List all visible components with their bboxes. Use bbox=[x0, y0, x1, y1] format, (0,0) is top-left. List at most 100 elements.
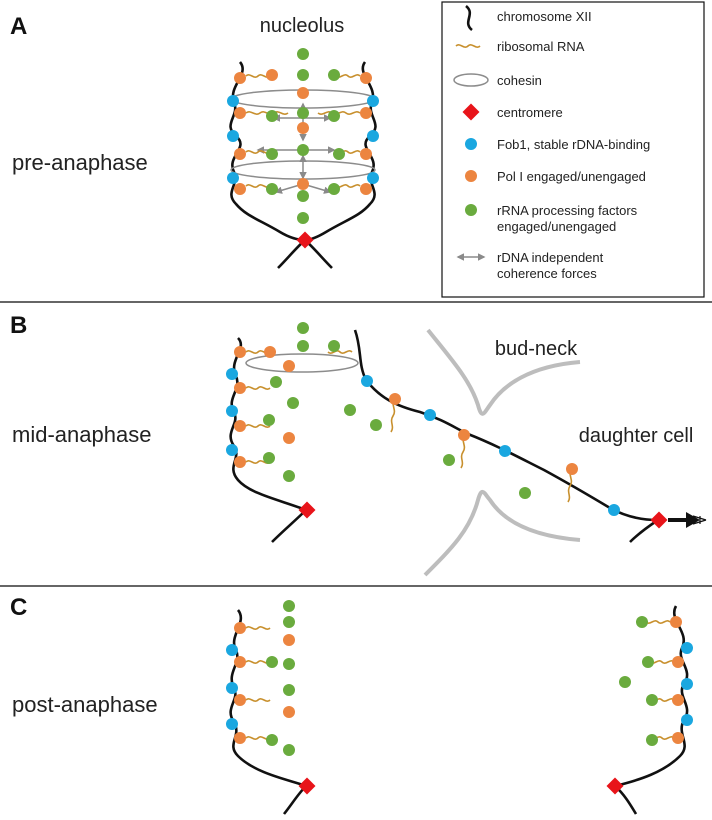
processing-factor-dot bbox=[283, 616, 295, 628]
legend-item: centromere bbox=[462, 103, 563, 121]
pol1-dot bbox=[360, 107, 372, 119]
daughter-cell-label: daughter cell bbox=[579, 425, 694, 447]
pol1-dot bbox=[297, 87, 309, 99]
pol1-dot bbox=[266, 69, 278, 81]
pol1-dot bbox=[234, 148, 246, 160]
fob1-dot bbox=[424, 409, 436, 421]
pulling-arrow-icon bbox=[668, 512, 707, 528]
processing-factor-dot bbox=[283, 600, 295, 612]
processing-factor-dot bbox=[328, 340, 340, 352]
legend-item-label: Fob1, stable rDNA-binding bbox=[497, 137, 650, 152]
processing-factor-dot bbox=[266, 734, 278, 746]
processing-factor-dot bbox=[328, 110, 340, 122]
processing-factor-dot bbox=[646, 694, 658, 706]
legend-item: cohesin bbox=[453, 73, 542, 88]
fob1-dot bbox=[361, 375, 373, 387]
fob1-dot bbox=[367, 130, 379, 142]
pol1-dot bbox=[297, 178, 309, 190]
fob1-dot bbox=[226, 405, 238, 417]
processing-factor-dot bbox=[266, 183, 278, 195]
pol1-dot bbox=[672, 694, 684, 706]
processing-factor-dot bbox=[297, 69, 309, 81]
processing-factor-dot bbox=[297, 48, 309, 60]
fob1-dot bbox=[681, 714, 693, 726]
legend-item-label: Pol I engaged/unengaged bbox=[497, 169, 646, 184]
pol1-dot bbox=[234, 183, 246, 195]
processing-factor-dot bbox=[636, 616, 648, 628]
processing-factor-dot bbox=[646, 734, 658, 746]
pol1-dot-icon bbox=[465, 170, 477, 182]
processing-factor-dot bbox=[344, 404, 356, 416]
processing-factor-dot bbox=[283, 684, 295, 696]
fob1-dot bbox=[227, 172, 239, 184]
pol1-dot bbox=[264, 346, 276, 358]
stage-label-post-anaphase: post-anaphase bbox=[12, 692, 158, 717]
legend-item-label: ribosomal RNA bbox=[497, 39, 585, 54]
fob1-dot bbox=[226, 718, 238, 730]
fob1-dot bbox=[499, 445, 511, 457]
pol1-dot bbox=[389, 393, 401, 405]
fob1-dot bbox=[227, 130, 239, 142]
fob1-dot bbox=[681, 642, 693, 654]
pol1-dot bbox=[283, 706, 295, 718]
legend-item: ribosomal RNA bbox=[455, 39, 585, 54]
fob1-dot bbox=[226, 682, 238, 694]
panel-a-pre-anaphase bbox=[227, 48, 379, 269]
rrna-squiggle-icon bbox=[455, 44, 481, 48]
pol1-dot bbox=[234, 72, 246, 84]
centromere-diamond-icon bbox=[462, 103, 480, 121]
stage-label-mid-anaphase: mid-anaphase bbox=[12, 422, 151, 447]
legend-item-label-line: rRNA processing factors bbox=[497, 203, 638, 218]
processing-factor-dot bbox=[263, 414, 275, 426]
rrna-strand bbox=[390, 399, 396, 433]
legend-item-label-line: ribosomal RNA bbox=[497, 39, 585, 54]
processing-factor-dot bbox=[283, 744, 295, 756]
legend-item-label-line: engaged/unengaged bbox=[497, 219, 616, 234]
fob1-dot-icon bbox=[465, 138, 477, 150]
rrna-strand bbox=[335, 184, 361, 188]
pol1-dot bbox=[234, 622, 246, 634]
fob1-dot bbox=[226, 368, 238, 380]
centromere-marker bbox=[298, 501, 316, 519]
legend-item: chromosome XII bbox=[465, 4, 592, 32]
chromosome-daughter bbox=[612, 605, 689, 815]
processing-factor-dot bbox=[283, 470, 295, 482]
fob1-dot bbox=[608, 504, 620, 516]
processing-factor-dot bbox=[266, 110, 278, 122]
stage-label-pre-anaphase: pre-anaphase bbox=[12, 150, 148, 175]
cohesin-ring-icon bbox=[453, 73, 489, 87]
cohesin-ring bbox=[245, 353, 359, 373]
processing-factor-dot bbox=[328, 183, 340, 195]
fob1-dot bbox=[227, 95, 239, 107]
pol1-dot bbox=[672, 732, 684, 744]
processing-factor-dot bbox=[287, 397, 299, 409]
processing-factor-dot bbox=[297, 190, 309, 202]
processing-factor-dot bbox=[642, 656, 654, 668]
pol1-dot bbox=[234, 420, 246, 432]
centromere-marker bbox=[650, 511, 668, 529]
processing-factor-dot bbox=[266, 148, 278, 160]
processing-factor-dot bbox=[297, 144, 309, 156]
pol1-dot bbox=[234, 656, 246, 668]
rrna-strand bbox=[245, 424, 271, 428]
pol1-dot bbox=[360, 72, 372, 84]
processing-factor-dot bbox=[270, 376, 282, 388]
pol1-dot bbox=[360, 148, 372, 160]
processing-factor-dot bbox=[266, 656, 278, 668]
processing-factor-dot bbox=[619, 676, 631, 688]
legend-item-label-line: centromere bbox=[497, 105, 563, 120]
processing-factor-dot bbox=[443, 454, 455, 466]
bud-neck-label: bud-neck bbox=[495, 338, 578, 360]
legend-item-label: chromosome XII bbox=[497, 9, 592, 24]
panel-letter-c: C bbox=[10, 594, 27, 621]
fob1-dot bbox=[367, 95, 379, 107]
legend-item-label-line: rDNA independent bbox=[497, 250, 604, 265]
processing-factor-dot bbox=[333, 148, 345, 160]
pol1-dot bbox=[234, 382, 246, 394]
legend-item-label: cohesin bbox=[497, 73, 542, 88]
processing-factor-dot bbox=[370, 419, 382, 431]
